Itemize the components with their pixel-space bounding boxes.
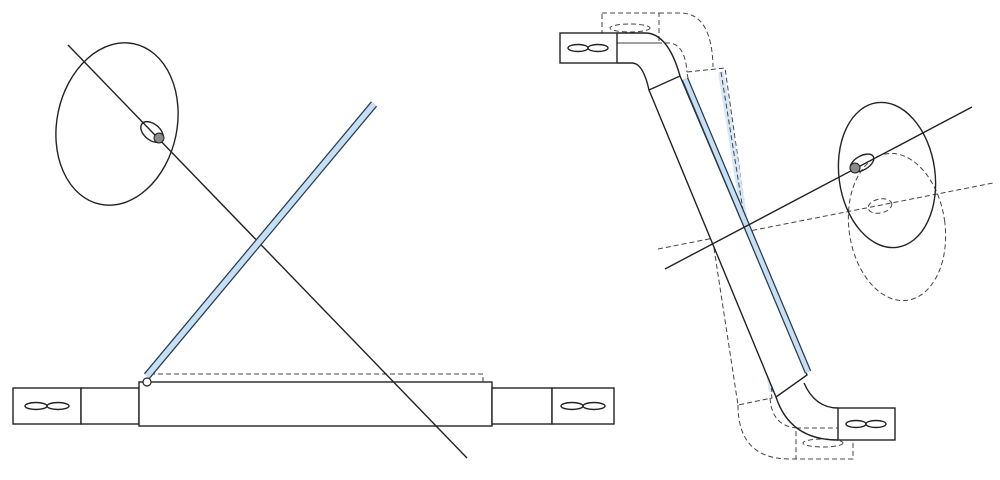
left-shaft-housing xyxy=(80,387,140,425)
main-body xyxy=(138,381,493,427)
orbit-ellipse xyxy=(837,101,937,249)
ghost-outline-dashed xyxy=(150,373,484,382)
ghost-arm-inner xyxy=(617,42,688,73)
fan-icon xyxy=(567,43,609,53)
left-figure xyxy=(12,42,615,459)
ghost-top-fan-box xyxy=(601,12,660,44)
ghost-hub-ellipse xyxy=(867,198,893,214)
top-arm-inner xyxy=(617,62,650,91)
hinge-icon xyxy=(142,377,152,387)
ghost-arm-outer xyxy=(659,12,714,68)
bottom-arm-inner xyxy=(803,382,839,409)
ghost-fan-icon xyxy=(609,23,651,33)
blue-bar xyxy=(144,102,377,378)
axis-line xyxy=(67,44,468,459)
ghost-cylinder xyxy=(686,67,773,406)
right-shaft-housing xyxy=(491,387,553,425)
bottom-arm-outer xyxy=(775,396,839,441)
fan-icon xyxy=(24,401,70,411)
axis-line xyxy=(664,106,973,270)
fan-icon xyxy=(845,419,887,429)
fan-icon xyxy=(560,401,606,411)
ghost-bottom-arm-inner xyxy=(769,397,801,429)
orbit-ellipse xyxy=(55,42,179,206)
ghost-bottom-arm-outer xyxy=(737,404,854,460)
right-figure xyxy=(559,12,994,460)
hub-dot xyxy=(849,162,861,174)
hub-dot xyxy=(153,132,165,144)
top-arm-outer xyxy=(617,32,681,77)
ghost-orbit-ellipse xyxy=(847,152,947,302)
ghost-fan-icon xyxy=(802,438,844,448)
